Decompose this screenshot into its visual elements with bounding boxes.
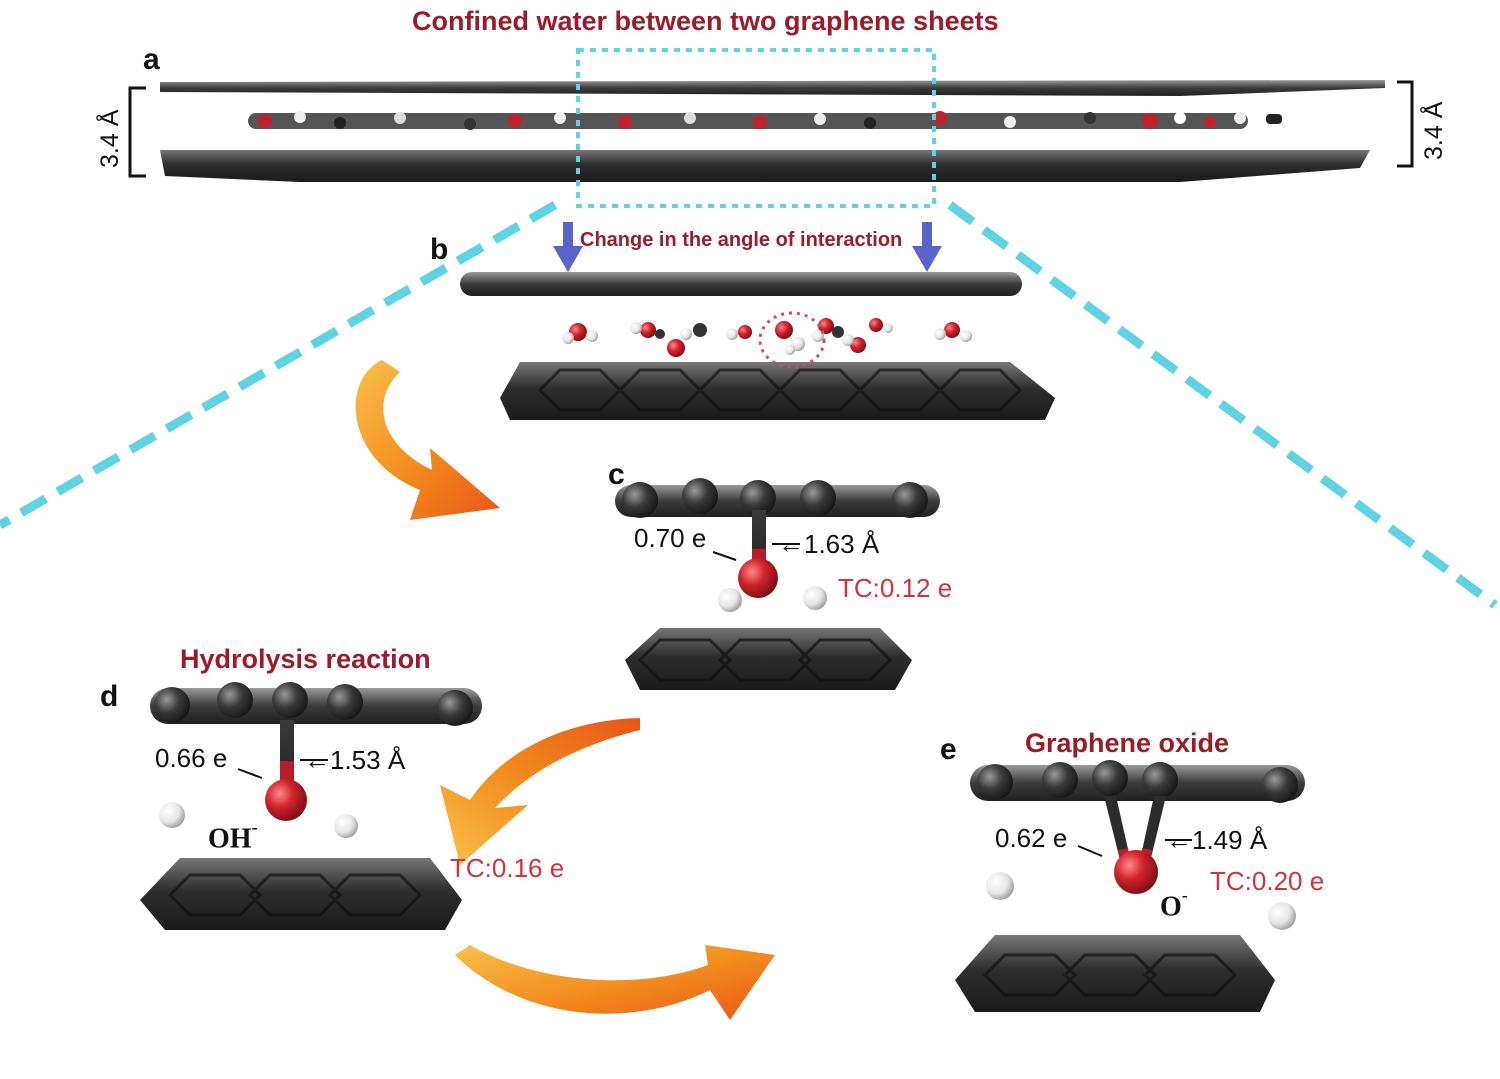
panel-d-charge: 0.66 e bbox=[155, 743, 228, 773]
panel-d-total-charge: TC:0.16 e bbox=[450, 853, 565, 883]
panel-b-water-molecules bbox=[562, 318, 972, 357]
panel-e-letter: e bbox=[940, 733, 957, 766]
panel-d-ion-formula: OH bbox=[208, 823, 252, 855]
panel-d-letter: d bbox=[100, 680, 119, 713]
panel-d-structure bbox=[140, 682, 482, 930]
orange-arrow-c-to-d bbox=[440, 718, 640, 865]
panel-d-bond-length: ←1.53 Å bbox=[304, 745, 406, 775]
panel-d-ion-charge: - bbox=[251, 817, 258, 837]
panel-a-letter: a bbox=[143, 43, 160, 76]
panel-c-bond-length-value: 1.63 Å bbox=[804, 529, 880, 559]
panel-b-letter: b bbox=[430, 233, 449, 266]
blue-arrow-left bbox=[553, 222, 583, 272]
panel-e-charge: 0.62 e bbox=[995, 823, 1068, 853]
panel-a-spacing-right: 3.4 Å bbox=[1420, 101, 1448, 160]
panel-d-caption: Hydrolysis reaction bbox=[180, 644, 431, 674]
figure-title: Confined water between two graphene shee… bbox=[412, 6, 999, 36]
highlight-circle bbox=[758, 311, 826, 369]
orange-arrow-b-to-c bbox=[355, 360, 500, 520]
panel-a-top-sheet bbox=[160, 80, 1385, 96]
panel-e-structure bbox=[955, 760, 1305, 1012]
panel-c-total-charge: TC:0.12 e bbox=[838, 573, 953, 603]
panel-a-water-layer bbox=[248, 111, 1282, 130]
zoom-line-left bbox=[0, 201, 558, 529]
panel-c-charge-pointer bbox=[712, 551, 737, 561]
panel-e-caption: Graphene oxide bbox=[1025, 728, 1230, 758]
panel-b-caption: Change in the angle of interaction bbox=[580, 229, 903, 251]
panel-e-charge-pointer bbox=[1077, 845, 1103, 857]
panel-d-charge-pointer bbox=[237, 768, 263, 779]
panel-e-bond-length: ←1.49 Å bbox=[1166, 825, 1268, 855]
panel-a-bottom-sheet bbox=[160, 150, 1370, 182]
panel-b-top-sheet bbox=[460, 272, 1022, 296]
spacing-bracket-right bbox=[1397, 80, 1414, 168]
panel-e-ion-charge: - bbox=[1181, 885, 1188, 905]
spacing-bracket-left bbox=[128, 86, 146, 178]
blue-arrow-right bbox=[912, 222, 942, 272]
zoom-line-right bbox=[947, 201, 1498, 609]
panel-e-bond-length-value: 1.49 Å bbox=[1192, 825, 1268, 855]
panel-d-ion: OH- bbox=[208, 818, 258, 855]
orange-arrow-d-to-e bbox=[455, 945, 775, 1020]
panel-c-charge: 0.70 e bbox=[634, 523, 707, 553]
zoom-selection-box bbox=[576, 48, 936, 208]
panel-e-ion-formula: O bbox=[1160, 891, 1182, 923]
panel-c-structure bbox=[615, 478, 940, 690]
panel-e-ion: O- bbox=[1160, 886, 1188, 923]
panel-c-bond-length: ←1.63 Å bbox=[778, 529, 880, 559]
panel-a-spacing-left: 3.4 Å bbox=[96, 109, 124, 168]
panel-b-graphene-stack bbox=[460, 272, 1055, 420]
panel-d-bond-length-value: 1.53 Å bbox=[330, 745, 406, 775]
panel-a-graphene-stack bbox=[128, 80, 1414, 182]
panel-e-total-charge: TC:0.20 e bbox=[1210, 866, 1325, 896]
panel-c-letter: c bbox=[608, 458, 625, 491]
